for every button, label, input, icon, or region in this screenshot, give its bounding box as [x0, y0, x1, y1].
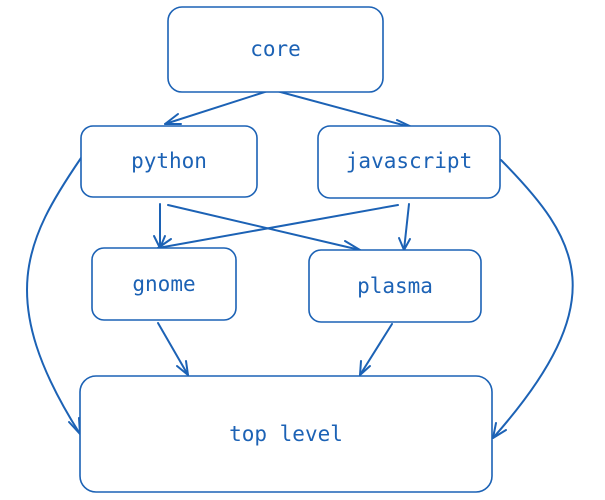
node-top-level-label: top level [229, 422, 343, 446]
edge-core-python [164, 89, 272, 125]
node-python-label: python [131, 149, 207, 173]
node-top-level: top level [79, 375, 493, 493]
node-top-level-box [79, 375, 493, 493]
edge-python-plasma [167, 204, 361, 251]
node-python: python [80, 125, 258, 198]
node-javascript: javascript [317, 125, 501, 199]
node-core-box [167, 6, 384, 93]
node-javascript-box [317, 125, 501, 199]
node-javascript-label: javascript [346, 149, 472, 173]
arrowhead-plasma-top-level [359, 360, 371, 376]
edge-core-javascript [272, 89, 415, 129]
edge-javascript-top-level [492, 159, 574, 439]
edge-plasma-top-level [359, 323, 393, 376]
node-plasma-box [308, 249, 482, 323]
node-plasma-label: plasma [357, 274, 433, 298]
node-gnome: gnome [91, 247, 237, 321]
node-core: core [167, 6, 384, 93]
edge-javascript-plasma [403, 203, 410, 251]
node-python-box [80, 125, 258, 198]
node-gnome-box [91, 247, 237, 321]
node-gnome-label: gnome [132, 272, 195, 296]
edge-python-top-level [26, 157, 82, 435]
edge-javascript-gnome [157, 204, 399, 249]
arrowhead-javascript-top-level [492, 422, 507, 439]
node-plasma: plasma [308, 249, 482, 323]
arrowhead-core-python [164, 113, 182, 125]
arrowhead-gnome-top-level [176, 360, 189, 376]
edge-gnome-top-level [157, 322, 189, 376]
node-core-label: core [250, 37, 301, 61]
